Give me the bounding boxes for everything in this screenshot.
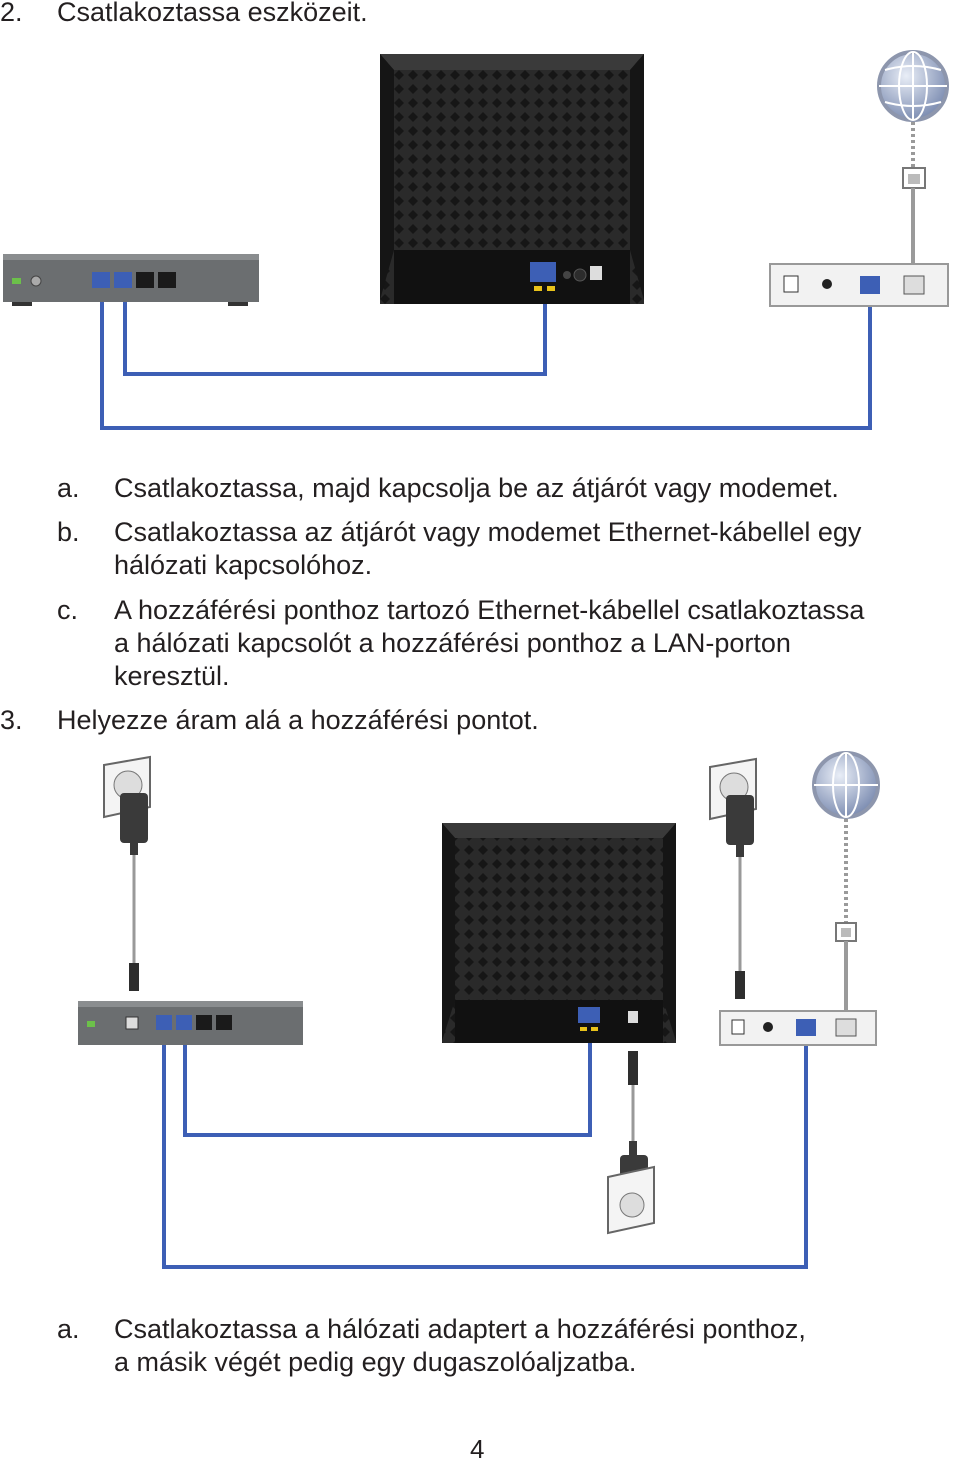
- globe-icon: [812, 751, 880, 819]
- step-2c-line-3: keresztül.: [114, 661, 230, 691]
- power-diagram: [78, 751, 880, 1269]
- connection-diagram: [3, 50, 949, 430]
- network-switch: [78, 1001, 303, 1045]
- modem-gateway: [769, 263, 949, 307]
- step-2-title: Csatlakoztassa eszközeit.: [57, 0, 368, 27]
- access-point: [380, 54, 644, 304]
- ethernet-jack-icon: [835, 922, 857, 942]
- step-2c-line-2: a hálózati kapcsolót a hozzáférési ponth…: [114, 628, 791, 658]
- step-3a-line-1: Csatlakoztassa a hálózati adaptert a hoz…: [114, 1314, 806, 1344]
- power-adapter-icon: [120, 793, 148, 855]
- page-number: 4: [470, 1434, 485, 1464]
- step-2-number: 2.: [0, 0, 23, 27]
- step-3-title: Helyezze áram alá a hozzáférési pontot.: [57, 705, 539, 735]
- step-3-number: 3.: [0, 705, 23, 735]
- power-adapter-icon: [726, 795, 754, 857]
- step-2b-line-1: Csatlakoztassa az átjárót vagy modemet E…: [114, 517, 862, 547]
- globe-icon: [877, 50, 949, 122]
- step-2c-line-1: A hozzáférési ponthoz tartozó Ethernet-k…: [114, 595, 865, 625]
- step-2c-marker: c.: [57, 595, 79, 625]
- step-2b-marker: b.: [57, 517, 80, 547]
- step-2a-line-1: Csatlakoztassa, majd kapcsolja be az átj…: [114, 473, 839, 503]
- network-switch: [3, 254, 259, 306]
- access-point: [442, 823, 676, 1043]
- modem-gateway: [719, 1010, 877, 1046]
- step-3a-line-2: a másik végét pedig egy dugaszolóaljzatb…: [114, 1347, 637, 1377]
- step-2a-marker: a.: [57, 473, 80, 503]
- ethernet-jack-icon: [902, 167, 926, 189]
- ethernet-cable-switch-to-ap: [123, 268, 547, 376]
- power-outlet-icon: [607, 1165, 655, 1235]
- ethernet-cable-switch-to-modem: [100, 278, 872, 430]
- step-2b-line-2: hálózati kapcsolóhoz.: [114, 550, 373, 580]
- step-3a-marker: a.: [57, 1314, 80, 1344]
